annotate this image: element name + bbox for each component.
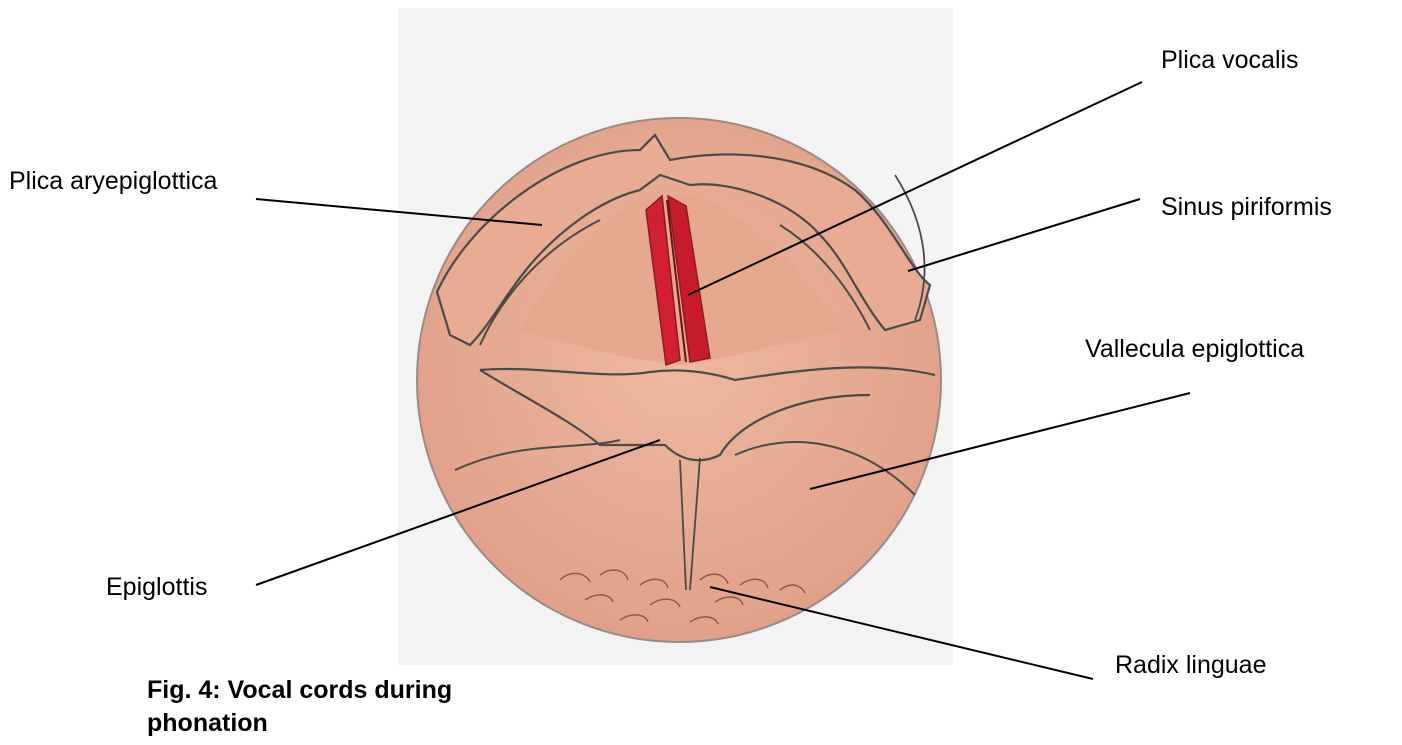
figure-caption: Fig. 4: Vocal cords during phonation — [147, 674, 507, 740]
label-vallecula-epiglottica: Vallecula epiglottica — [1085, 336, 1304, 364]
label-plica-vocalis: Plica vocalis — [1161, 47, 1299, 75]
label-plica-aryepiglottica: Plica aryepiglottica — [9, 168, 217, 196]
label-sinus-piriformis: Sinus piriformis — [1161, 194, 1332, 222]
label-radix-linguae: Radix linguae — [1115, 652, 1267, 680]
label-epiglottis: Epiglottis — [106, 574, 207, 602]
